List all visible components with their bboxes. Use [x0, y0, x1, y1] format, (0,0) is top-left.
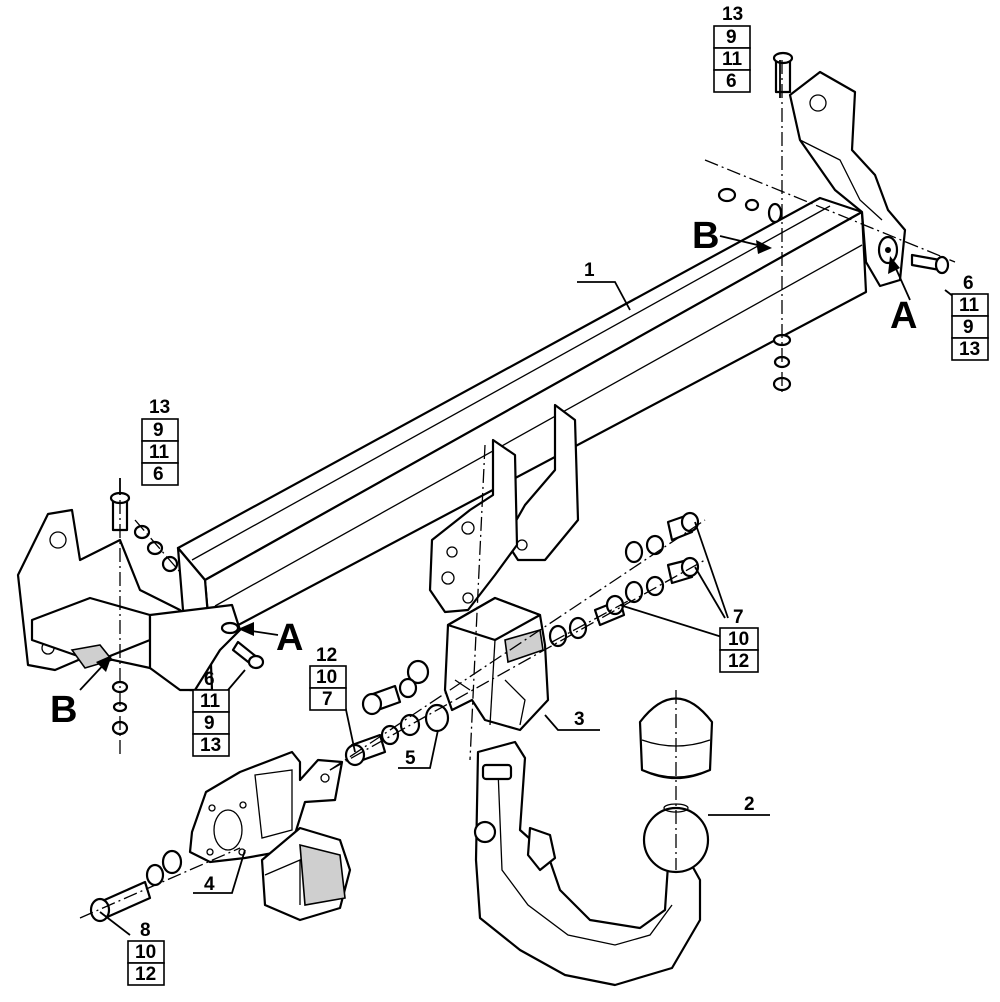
callout-stack-socket-bolt: 8 10 12	[127, 920, 165, 986]
callout-value: 7	[733, 607, 744, 628]
fastener-hardware	[109, 51, 950, 767]
callout-stack-left-top: 13 9 11 6	[141, 397, 179, 486]
callout-value: 12	[728, 651, 749, 672]
callout-value: 11	[200, 691, 221, 712]
callout-stack-center: 12 10 7	[309, 645, 347, 711]
callout-stack-right-bolts: 7 10 12	[719, 607, 759, 673]
callout-stack-top-right: 13 9 11 6	[713, 4, 751, 93]
marker-b-right: B	[692, 215, 719, 257]
crossbar-part	[176, 196, 868, 642]
callout-stack-left-side: 6 11 9 13	[192, 669, 230, 757]
callout-value: 13	[959, 339, 980, 360]
callout-value: 13	[200, 735, 221, 756]
callout-value: 10	[316, 667, 337, 688]
receiver-bracket-part	[443, 596, 550, 732]
marker-a-right: A	[890, 295, 917, 337]
callout-value: 11	[722, 49, 743, 70]
callout-value: 9	[204, 713, 215, 734]
callout-value: 13	[149, 397, 170, 418]
callout-value: 6	[726, 71, 737, 92]
callout-value: 6	[963, 273, 974, 294]
marker-b-left: B	[50, 689, 77, 731]
callout-stack-right-side: 6 11 9 13	[951, 273, 989, 361]
callout-value: 13	[722, 4, 743, 25]
callout-value: 10	[135, 942, 156, 963]
part-label-5: 5	[405, 748, 416, 769]
callout-value: 8	[140, 920, 151, 941]
callout-value: 12	[316, 645, 337, 666]
right-side-bracket	[788, 70, 907, 288]
socket-plate-part	[89, 750, 352, 923]
callout-value: 7	[322, 689, 333, 710]
leader-lines	[79, 60, 959, 936]
part-label-1: 1	[584, 260, 595, 281]
part-label-2: 2	[744, 794, 755, 815]
callout-value: 11	[959, 295, 980, 316]
callout-value: 6	[153, 464, 164, 485]
callout-value: 6	[204, 669, 215, 690]
part-label-3: 3	[574, 709, 585, 730]
callout-value: 12	[135, 964, 156, 985]
centre-lines	[79, 60, 956, 919]
callout-value: 10	[728, 629, 749, 650]
center-mount-plates	[428, 403, 580, 614]
callout-value: 9	[726, 27, 737, 48]
callout-value: 9	[153, 420, 164, 441]
part-label-4: 4	[204, 874, 215, 895]
marker-a-left: A	[276, 617, 303, 659]
callout-value: 11	[149, 442, 170, 463]
callout-value: 9	[963, 317, 974, 338]
